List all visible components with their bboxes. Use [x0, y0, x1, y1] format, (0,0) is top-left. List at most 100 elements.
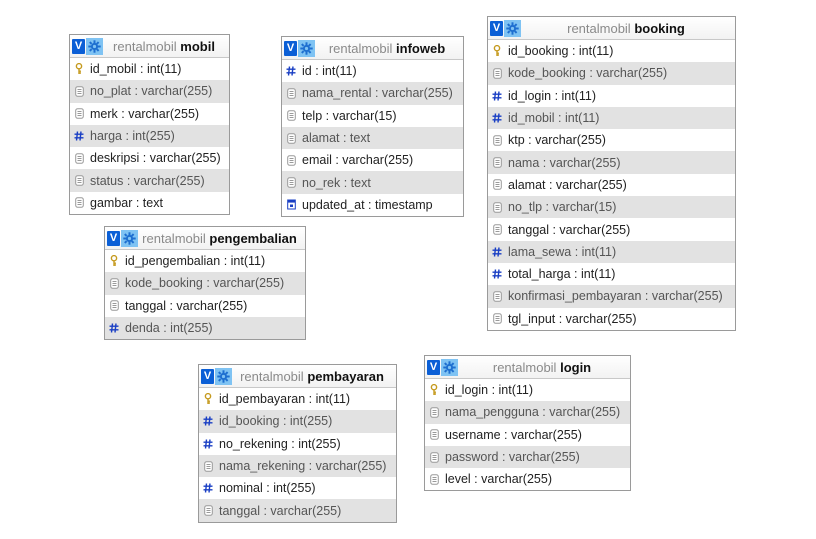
- table-row[interactable]: id_booking : int(255): [199, 410, 396, 433]
- table-card-booking[interactable]: V rentalmobil booking id_booking : int(1…: [487, 16, 736, 331]
- table-header[interactable]: V rentalmobil pembayaran: [199, 365, 396, 388]
- numeric-column-icon: [203, 482, 213, 494]
- table-row[interactable]: ktp : varchar(255): [488, 129, 735, 151]
- table-row[interactable]: id_pembayaran : int(11): [199, 388, 396, 410]
- table-row[interactable]: gambar : text: [70, 192, 229, 214]
- table-title: rentalmobil mobil: [103, 39, 229, 54]
- table-row[interactable]: nama_rental : varchar(255): [282, 82, 463, 105]
- table-row[interactable]: level : varchar(255): [425, 468, 630, 490]
- table-row[interactable]: username : varchar(255): [425, 424, 630, 446]
- text-column-icon: [74, 85, 84, 97]
- table-row[interactable]: no_plat : varchar(255): [70, 80, 229, 103]
- column-label: id_mobil : int(11): [508, 111, 600, 126]
- table-row[interactable]: total_harga : int(11): [488, 263, 735, 285]
- toggle-v-icon[interactable]: V: [427, 359, 440, 375]
- column-label: alamat : text: [302, 131, 371, 146]
- table-row[interactable]: email : varchar(255): [282, 149, 463, 171]
- table-row[interactable]: nama_pengguna : varchar(255): [425, 401, 630, 424]
- text-column-icon: [203, 505, 213, 517]
- table-title: rentalmobil pengembalian: [138, 231, 305, 246]
- table-card-login[interactable]: V rentalmobil login id_login : int(11)na…: [424, 355, 631, 492]
- text-column-icon: [492, 134, 502, 146]
- gear-icon[interactable]: [441, 358, 458, 376]
- table-card-mobil[interactable]: V rentalmobil mobil id_mobil : int(11) no…: [69, 34, 230, 216]
- table-header[interactable]: V rentalmobil mobil: [70, 35, 229, 58]
- table-row[interactable]: konfirmasi_pembayaran : varchar(255): [488, 285, 735, 308]
- gear-icon[interactable]: [298, 39, 315, 57]
- table-row[interactable]: id_booking : int(11): [488, 40, 735, 62]
- table-row[interactable]: updated_at : timestamp: [282, 194, 463, 216]
- table-row[interactable]: id_pengembalian : int(11): [105, 250, 305, 272]
- table-header[interactable]: V rentalmobil pengembalian: [105, 227, 305, 250]
- toggle-v-icon[interactable]: V: [490, 20, 503, 36]
- table-row[interactable]: status : varchar(255): [70, 169, 229, 192]
- key-icon: [74, 63, 84, 75]
- table-row[interactable]: no_tlp : varchar(15): [488, 196, 735, 219]
- column-label: email : varchar(255): [302, 153, 414, 168]
- text-column-icon: [492, 157, 502, 169]
- toggle-v-icon[interactable]: V: [72, 38, 85, 54]
- table-name: booking: [634, 20, 685, 36]
- key-icon: [203, 393, 213, 405]
- table-row[interactable]: nama : varchar(255): [488, 151, 735, 174]
- text-column-icon: [492, 201, 502, 213]
- table-row[interactable]: tanggal : varchar(255): [105, 295, 305, 317]
- table-row[interactable]: denda : int(255): [105, 316, 305, 340]
- table-row[interactable]: telp : varchar(15): [282, 105, 463, 127]
- table-row[interactable]: no_rek : text: [282, 171, 463, 194]
- table-row[interactable]: nominal : int(255): [199, 477, 396, 499]
- table-row[interactable]: tanggal : varchar(255): [488, 218, 735, 240]
- table-row[interactable]: deskripsi : varchar(255): [70, 147, 229, 169]
- text-column-icon: [109, 277, 119, 289]
- column-label: level : varchar(255): [445, 472, 552, 487]
- numeric-column-icon: [492, 90, 502, 102]
- text-column-icon: [492, 67, 502, 79]
- table-header[interactable]: V rentalmobil booking: [488, 17, 735, 40]
- column-label: username : varchar(255): [445, 427, 582, 442]
- table-row[interactable]: no_rekening : int(255): [199, 433, 396, 455]
- column-label: tgl_input : varchar(255): [508, 311, 637, 326]
- table-row[interactable]: harga : int(255): [70, 124, 229, 148]
- column-label: kode_booking : varchar(255): [508, 66, 668, 81]
- database-name: rentalmobil: [142, 230, 206, 246]
- column-label: no_tlp : varchar(15): [508, 200, 617, 215]
- table-row[interactable]: tgl_input : varchar(255): [488, 308, 735, 330]
- table-row[interactable]: id_mobil : int(11): [70, 58, 229, 80]
- column-list: id_booking : int(11) kode_booking : varch…: [488, 40, 735, 330]
- gear-icon[interactable]: [215, 367, 232, 385]
- column-label: updated_at : timestamp: [302, 197, 433, 212]
- table-row[interactable]: merk : varchar(255): [70, 103, 229, 125]
- gear-icon[interactable]: [504, 19, 521, 37]
- table-row[interactable]: kode_booking : varchar(255): [488, 62, 735, 85]
- gear-icon[interactable]: [86, 37, 103, 55]
- text-column-icon: [286, 132, 296, 144]
- database-name: rentalmobil: [113, 38, 177, 54]
- table-header[interactable]: V rentalmobil infoweb: [282, 37, 463, 60]
- toggle-v-icon[interactable]: V: [201, 368, 214, 384]
- table-row[interactable]: alamat : varchar(255): [488, 174, 735, 196]
- table-row[interactable]: lama_sewa : int(11): [488, 240, 735, 263]
- table-row[interactable]: nama_rekening : varchar(255): [199, 454, 396, 478]
- table-row[interactable]: id_login : int(11): [488, 85, 735, 107]
- table-name: infoweb: [396, 40, 446, 56]
- table-row[interactable]: alamat : text: [282, 126, 463, 150]
- column-label: id_pembayaran : int(11): [219, 392, 351, 407]
- column-label: no_plat : varchar(255): [90, 84, 213, 99]
- table-card-infoweb[interactable]: V rentalmobil infoweb id : int(11)nama_r…: [281, 36, 464, 218]
- table-row[interactable]: id_mobil : int(11): [488, 106, 735, 130]
- table-card-pengembalian[interactable]: V rentalmobil pengembalian id_pengembali…: [104, 226, 306, 341]
- text-column-icon: [74, 152, 84, 164]
- gear-icon[interactable]: [121, 229, 138, 247]
- column-label: status : varchar(255): [90, 173, 205, 188]
- toggle-v-icon[interactable]: V: [107, 230, 120, 246]
- database-name: rentalmobil: [567, 20, 631, 36]
- table-row[interactable]: tanggal : varchar(255): [199, 499, 396, 522]
- table-row[interactable]: password : varchar(255): [425, 445, 630, 469]
- table-header[interactable]: V rentalmobil login: [425, 356, 630, 379]
- table-row[interactable]: id_login : int(11): [425, 379, 630, 401]
- table-card-pembayaran[interactable]: V rentalmobil pembayaran id_pembayaran :…: [198, 364, 397, 523]
- table-row[interactable]: kode_booking : varchar(255): [105, 272, 305, 295]
- text-column-icon: [492, 179, 502, 191]
- table-row[interactable]: id : int(11): [282, 60, 463, 82]
- toggle-v-icon[interactable]: V: [284, 40, 297, 56]
